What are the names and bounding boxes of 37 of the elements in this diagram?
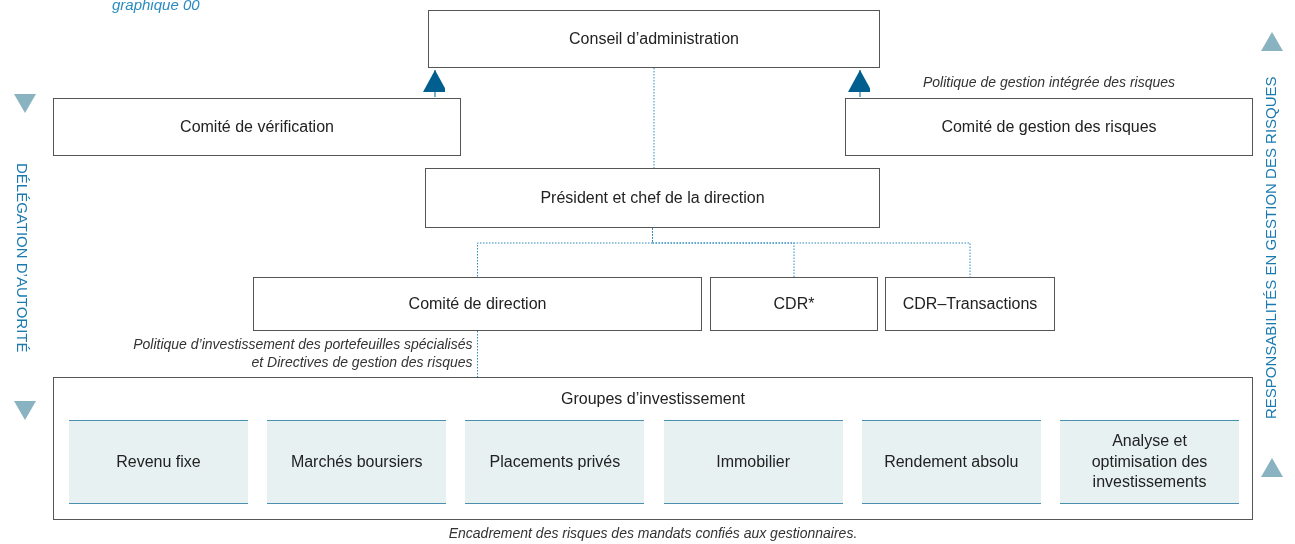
box-label: Analyse et optimisation des investissements bbox=[1090, 430, 1209, 493]
category-box bbox=[69, 420, 248, 504]
box-label: Placements privés bbox=[489, 451, 621, 472]
category-box bbox=[663, 420, 843, 504]
box-label: Conseil d’administration bbox=[569, 30, 739, 48]
box-label: Comité de gestion des risques bbox=[941, 118, 1157, 136]
box-label: Immobilier bbox=[716, 451, 790, 472]
group-panel bbox=[53, 377, 1253, 520]
category-box bbox=[267, 420, 447, 504]
org-box bbox=[885, 277, 1055, 331]
box-label: Comité de direction bbox=[408, 295, 547, 313]
connector-line bbox=[477, 330, 478, 378]
connector-line bbox=[652, 227, 971, 278]
category-box bbox=[861, 420, 1041, 504]
caption-note: Encadrement des risques des mandats confiés aux gestionnaires. bbox=[447, 525, 859, 541]
box-label: Marchés boursiers bbox=[290, 451, 423, 472]
org-box bbox=[428, 10, 880, 68]
vertical-label: DÉLÉGATION D’AUTORITÉ bbox=[14, 162, 31, 355]
arrow bbox=[848, 69, 872, 98]
vertical-label: RESPONSABILITÉS EN GESTION DES RISQUES bbox=[1262, 75, 1279, 422]
org-box bbox=[710, 277, 878, 331]
box-label: Revenu fixe bbox=[116, 451, 201, 472]
category-box bbox=[465, 420, 645, 504]
box-label: Rendement absolu bbox=[884, 451, 1019, 472]
org-box bbox=[253, 277, 702, 331]
org-box bbox=[425, 168, 880, 228]
box-label: CDR–Transactions bbox=[902, 295, 1038, 313]
box-label: CDR* bbox=[773, 295, 815, 313]
connector-line bbox=[653, 67, 655, 169]
arrow bbox=[423, 69, 447, 98]
policy-note: Politique de gestion intégrée des risques bbox=[921, 74, 1177, 90]
group-heading: Groupes d’investissement bbox=[560, 390, 746, 408]
box-label: Président et chef de la direction bbox=[540, 189, 765, 207]
org-box bbox=[53, 98, 461, 156]
box-label: Comité de vérification bbox=[180, 118, 334, 136]
org-box bbox=[845, 98, 1253, 156]
category-box bbox=[1060, 420, 1239, 504]
